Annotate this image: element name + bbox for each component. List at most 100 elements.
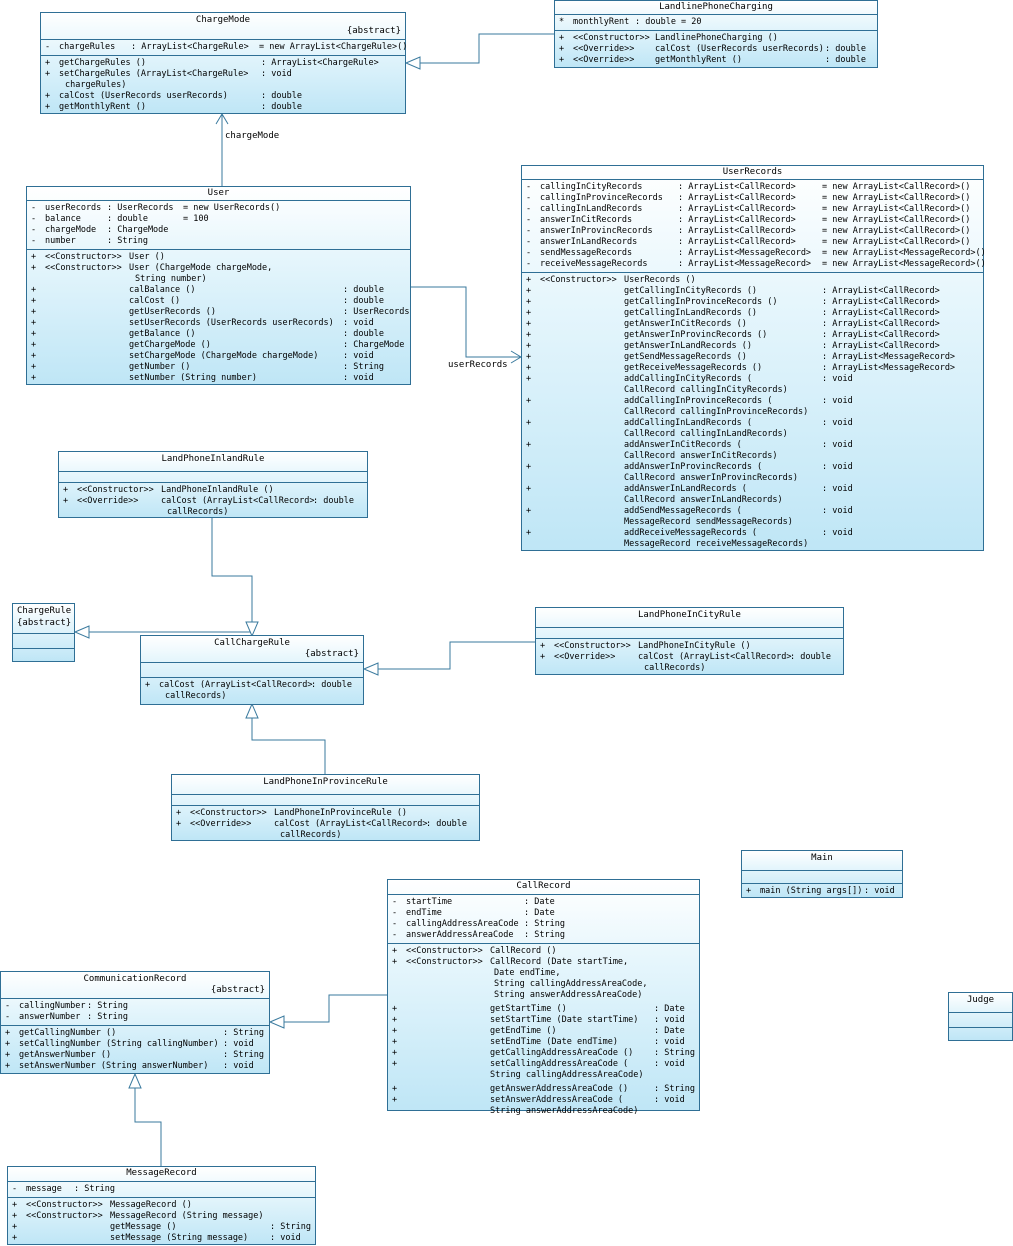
operations-section bbox=[949, 1028, 1012, 1042]
attribute-row: -callingInLandRecords: ArrayList<CallRec… bbox=[526, 204, 971, 214]
class-name: ChargeMode bbox=[195, 15, 251, 25]
attributes-section bbox=[949, 1013, 1012, 1028]
class-header: ChargeMode {abstract} bbox=[41, 13, 405, 40]
class-name: ChargeRule bbox=[17, 606, 72, 616]
association-label-userrecords: userRecords bbox=[448, 360, 508, 370]
attribute-row: -callingNumber: String bbox=[5, 1001, 128, 1011]
attributes-section: - chargeRules : ArrayList<ChargeRule> = … bbox=[41, 40, 408, 56]
operation-continuation: CallRecord callingInLandRecords) bbox=[624, 429, 788, 439]
class-header: LandlinePhoneCharging bbox=[555, 1, 877, 15]
class-header: LandPhoneInlandRule bbox=[59, 452, 367, 472]
attributes-section bbox=[742, 871, 902, 884]
operations-section: +main (String args[]): void bbox=[742, 884, 902, 899]
class-communicationrecord[interactable]: CommunicationRecord {abstract} -callingN… bbox=[0, 971, 270, 1074]
operation-row: +calBalance (): double bbox=[31, 285, 384, 295]
class-name: LandPhoneInProvinceRule bbox=[263, 777, 388, 787]
operation-continuation: callRecords) bbox=[167, 507, 229, 517]
edge-callrecord-to-communicationrecord bbox=[284, 994, 387, 1023]
class-name: LandPhoneInCityRule bbox=[638, 610, 741, 620]
attributes-section: -callingInCityRecords: ArrayList<CallRec… bbox=[522, 180, 986, 273]
attribute-row: * monthlyRent : double = 20 bbox=[559, 17, 702, 27]
edge-landphoneincityrule-to-callchargerule bbox=[378, 641, 535, 670]
operation-row: +getChargeMode (): ChargeMode bbox=[31, 340, 405, 350]
operation-row: +setCallingAddressAreaCode (: void bbox=[392, 1059, 685, 1069]
operation-row: +getCallingAddressAreaCode (): String bbox=[392, 1048, 695, 1058]
edge-landphoneinlandrule-to-callchargerule bbox=[211, 518, 253, 622]
class-messagerecord[interactable]: MessageRecord -message: String +<<Constr… bbox=[7, 1166, 316, 1245]
class-landphoneinlandrule[interactable]: LandPhoneInlandRule +<<Constructor>>Land… bbox=[58, 451, 368, 518]
attribute-row: -answerInCitRecords: ArrayList<CallRecor… bbox=[526, 215, 971, 225]
class-header: CommunicationRecord {abstract} bbox=[1, 972, 269, 999]
operation-row: +getCallingInLandRecords (): ArrayList<C… bbox=[526, 308, 940, 318]
operation-continuation: CallRecord answerInCitRecords) bbox=[624, 451, 778, 461]
operation-continuation: MessageRecord sendMessageRecords) bbox=[624, 517, 793, 527]
class-name: MessageRecord bbox=[126, 1168, 197, 1178]
class-name: CommunicationRecord bbox=[83, 974, 187, 984]
operation-row: +getCallingNumber (): String bbox=[5, 1028, 264, 1038]
operation-row: +setStartTime (Date startTime): void bbox=[392, 1015, 685, 1025]
operation-row: +setEndTime (Date endTime): void bbox=[392, 1037, 685, 1047]
operation-row: +calCost (UserRecords userRecords): doub… bbox=[45, 91, 302, 101]
class-user[interactable]: User -userRecords: UserRecords= new User… bbox=[26, 186, 411, 385]
class-landphoneinprovincerule[interactable]: LandPhoneInProvinceRule +<<Constructor>>… bbox=[171, 774, 480, 841]
attributes-section: -message: String bbox=[8, 1182, 315, 1198]
operation-row: +setCallingNumber (String callingNumber)… bbox=[5, 1039, 254, 1049]
attribute-row: -endTime: Date bbox=[392, 908, 555, 918]
class-chargerule[interactable]: ChargeRule {abstract} bbox=[12, 603, 75, 662]
attribute-row: -sendMessageRecords: ArrayList<MessageRe… bbox=[526, 248, 986, 258]
class-landphoneincityrule[interactable]: LandPhoneInCityRule +<<Constructor>>Land… bbox=[535, 607, 844, 675]
operation-row: +<<Constructor>>MessageRecord () bbox=[12, 1200, 192, 1210]
generalization-arrowhead bbox=[245, 702, 259, 719]
attributes-section bbox=[536, 628, 843, 639]
class-chargemode[interactable]: ChargeMode {abstract} - chargeRules : Ar… bbox=[40, 12, 408, 114]
operation-row: +getNumber (): String bbox=[31, 362, 384, 372]
attribute-row: -callingInProvinceRecords: ArrayList<Cal… bbox=[526, 193, 971, 203]
operation-continuation: CallRecord answerInProvincRecords) bbox=[624, 473, 798, 483]
operation-continuation: CallRecord callingInCityRecords) bbox=[624, 385, 788, 395]
edge-landphoneinprovincerule-to-callchargerule bbox=[251, 718, 326, 774]
attribute-row: -chargeMode: ChargeMode bbox=[31, 225, 169, 235]
operation-continuation: chargeRules) bbox=[65, 80, 127, 90]
attribute-row: -message: String bbox=[12, 1184, 115, 1194]
class-header: UserRecords bbox=[522, 166, 983, 180]
attributes-section: * monthlyRent : double = 20 bbox=[555, 15, 877, 31]
operation-row: +setChargeRules (ArrayList<ChargeRule>: … bbox=[45, 69, 292, 79]
attribute-row: -answerNumber: String bbox=[5, 1012, 128, 1022]
operation-continuation: MessageRecord receiveMessageRecords) bbox=[624, 539, 809, 549]
class-name: CallRecord bbox=[516, 881, 571, 891]
operations-section: +<<Constructor>>LandlinePhoneCharging ()… bbox=[555, 31, 877, 68]
class-callrecord[interactable]: CallRecord -startTime: Date -endTime: Da… bbox=[387, 879, 700, 1116]
operation-row: +<<Constructor>>LandPhoneInProvinceRule … bbox=[176, 808, 408, 818]
constructor-row: +<<Constructor>>User (ChargeMode chargeM… bbox=[31, 263, 273, 273]
class-main[interactable]: Main +main (String args[]): void bbox=[741, 850, 903, 898]
edge-messagerecord-to-communicationrecord bbox=[134, 1088, 162, 1166]
constructor-row: +<<Constructor>>CallRecord () bbox=[392, 946, 557, 956]
class-landlinephonecharging[interactable]: LandlinePhoneCharging * monthlyRent : do… bbox=[554, 0, 878, 68]
operations-section: +<<Constructor>>UserRecords () +getCalli… bbox=[522, 273, 983, 552]
edge-user-to-userrecords bbox=[411, 286, 521, 358]
operation-continuation: CallRecord callingInProvinceRecords) bbox=[624, 407, 809, 417]
operation-row: +getReceiveMessageRecords (): ArrayList<… bbox=[526, 363, 956, 373]
class-userrecords[interactable]: UserRecords -callingInCityRecords: Array… bbox=[521, 165, 986, 552]
operation-row: +<<Constructor>>LandPhoneInCityRule () bbox=[540, 641, 751, 651]
class-header: ChargeRule {abstract} bbox=[13, 604, 74, 634]
class-judge[interactable]: Judge bbox=[948, 992, 1013, 1041]
operation-row: +addCallingInLandRecords (: void bbox=[526, 418, 853, 428]
operation-continuation: callRecords) bbox=[280, 830, 342, 840]
class-callchargerule[interactable]: CallChargeRule {abstract} +calCost (Arra… bbox=[140, 635, 364, 705]
operation-row: +<<Override>>getMonthlyRent (): double bbox=[559, 55, 866, 65]
class-header: LandPhoneInCityRule bbox=[536, 608, 843, 628]
attributes-section: -userRecords: UserRecords= new UserRecor… bbox=[27, 201, 410, 250]
class-header: Main bbox=[742, 851, 902, 871]
operation-row: +getBalance (): double bbox=[31, 329, 384, 339]
operation-row: +main (String args[]): void bbox=[746, 886, 895, 896]
attribute-row: -callingAddressAreaCode: String bbox=[392, 919, 565, 929]
operation-row: +<<Override>>calCost (ArrayList<CallReco… bbox=[540, 652, 831, 662]
constructor-row: +<<Constructor>>UserRecords () bbox=[526, 275, 696, 285]
operation-row: +<<Constructor>>LandlinePhoneCharging () bbox=[559, 33, 778, 43]
operations-section: +<<Constructor>>User () +<<Constructor>>… bbox=[27, 250, 410, 386]
operation-continuation: String callingAddressAreaCode) bbox=[490, 1070, 644, 1080]
attributes-section: -startTime: Date -endTime: Date -calling… bbox=[388, 895, 699, 944]
operation-row: +setAnswerAddressAreaCode (: void bbox=[392, 1095, 685, 1105]
attribute-row: - chargeRules : ArrayList<ChargeRule> = … bbox=[45, 42, 408, 52]
